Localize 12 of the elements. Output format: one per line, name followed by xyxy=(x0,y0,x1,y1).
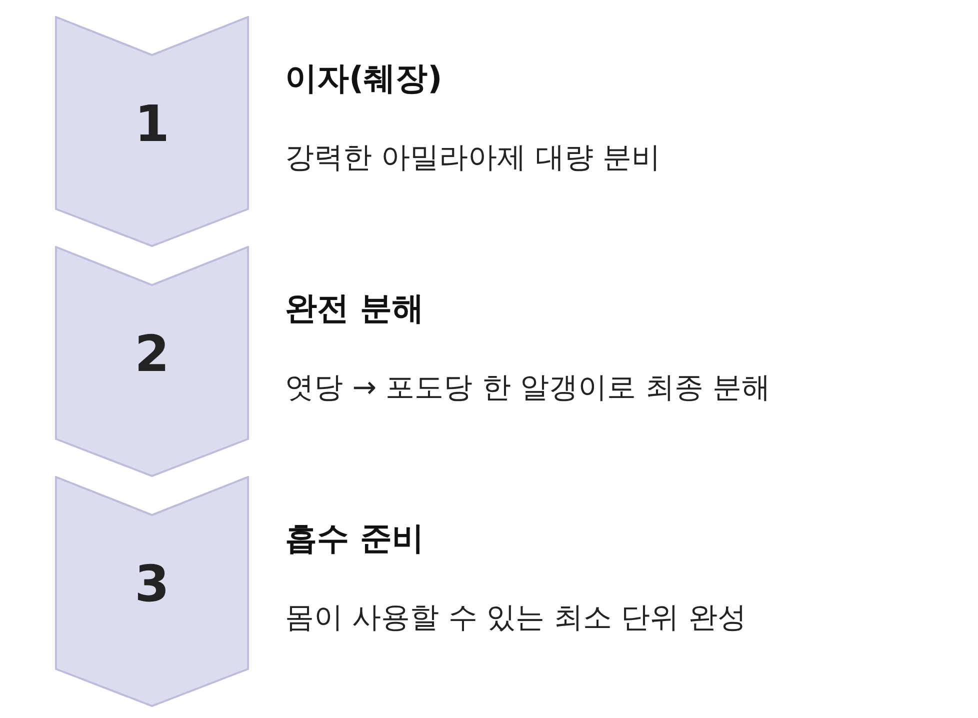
step-number: 1 xyxy=(134,94,170,154)
step-description: 엿당 → 포도당 한 알갱이로 최종 분해 xyxy=(285,369,771,406)
step-number: 3 xyxy=(134,554,170,614)
chevron-shape xyxy=(55,476,249,707)
chevron-shape xyxy=(55,16,249,247)
step-description: 강력한 아밀라아제 대량 분비 xyxy=(285,139,661,176)
step-description: 몸이 사용할 수 있는 최소 단위 완성 xyxy=(285,599,746,636)
step-number: 2 xyxy=(134,324,170,384)
chevron-shape xyxy=(55,246,249,477)
step-heading: 이자(췌장) xyxy=(285,58,442,98)
step-heading: 흡수 준비 xyxy=(285,518,424,558)
step-heading: 완전 분해 xyxy=(285,288,424,328)
